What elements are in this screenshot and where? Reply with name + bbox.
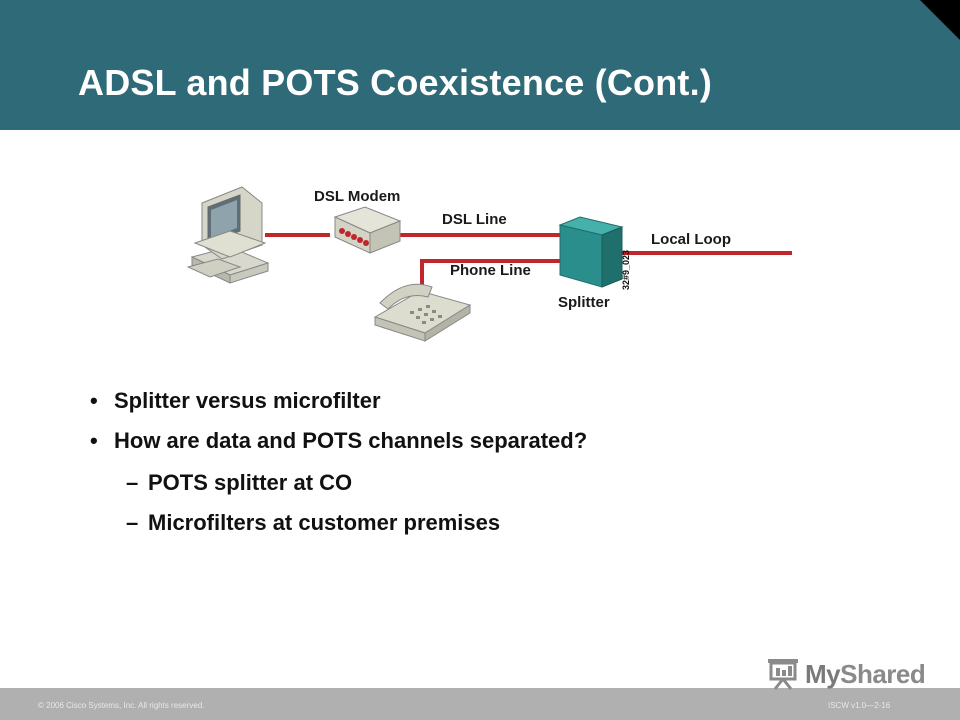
dsl-modem-label: DSL Modem — [314, 188, 401, 205]
bullet-text: Splitter versus microfilter — [114, 388, 381, 413]
logo-text: MyShared — [805, 659, 926, 689]
sub-bullet-text: Microfilters at customer premises — [148, 510, 501, 535]
sub-bullet-marker: – — [126, 510, 139, 535]
sub-bullet-text: POTS splitter at CO — [148, 470, 353, 495]
dsl-line-label: DSL Line — [442, 211, 507, 228]
figure-code: 32#9_023 — [621, 249, 631, 290]
corner-triangle — [920, 0, 960, 40]
splitter-label: Splitter — [558, 294, 610, 311]
telephone-icon — [373, 283, 472, 342]
course-id: ISCW v1.0—2-16 — [828, 701, 891, 710]
phone-line-label: Phone Line — [450, 262, 531, 279]
title-bar: ADSL and POTS Coexistence (Cont.) — [0, 0, 960, 130]
network-diagram — [186, 186, 792, 342]
splitter-icon — [558, 216, 624, 288]
copyright-text: © 2006 Cisco Systems, Inc. All rights re… — [38, 701, 205, 710]
bullet-text: How are data and POTS channels separated… — [114, 428, 588, 453]
dsl-modem-icon — [333, 206, 402, 254]
bullet-item: • How are data and POTS channels separat… — [90, 428, 587, 454]
pc-icon — [186, 186, 270, 284]
bullet-item: • Splitter versus microfilter — [90, 388, 381, 414]
sub-bullet-item: – Microfilters at customer premises — [126, 510, 500, 536]
phone-line — [420, 259, 565, 293]
footer-bar — [0, 688, 960, 720]
slide-title: ADSL and POTS Coexistence (Cont.) — [78, 62, 713, 103]
presentation-icon — [768, 659, 798, 690]
sub-bullet-marker: – — [126, 470, 139, 495]
local-loop-label: Local Loop — [651, 231, 731, 248]
connection-lines — [265, 233, 792, 293]
bullet-marker: • — [90, 388, 98, 413]
bullet-marker: • — [90, 428, 98, 453]
sub-bullet-item: – POTS splitter at CO — [126, 470, 352, 496]
